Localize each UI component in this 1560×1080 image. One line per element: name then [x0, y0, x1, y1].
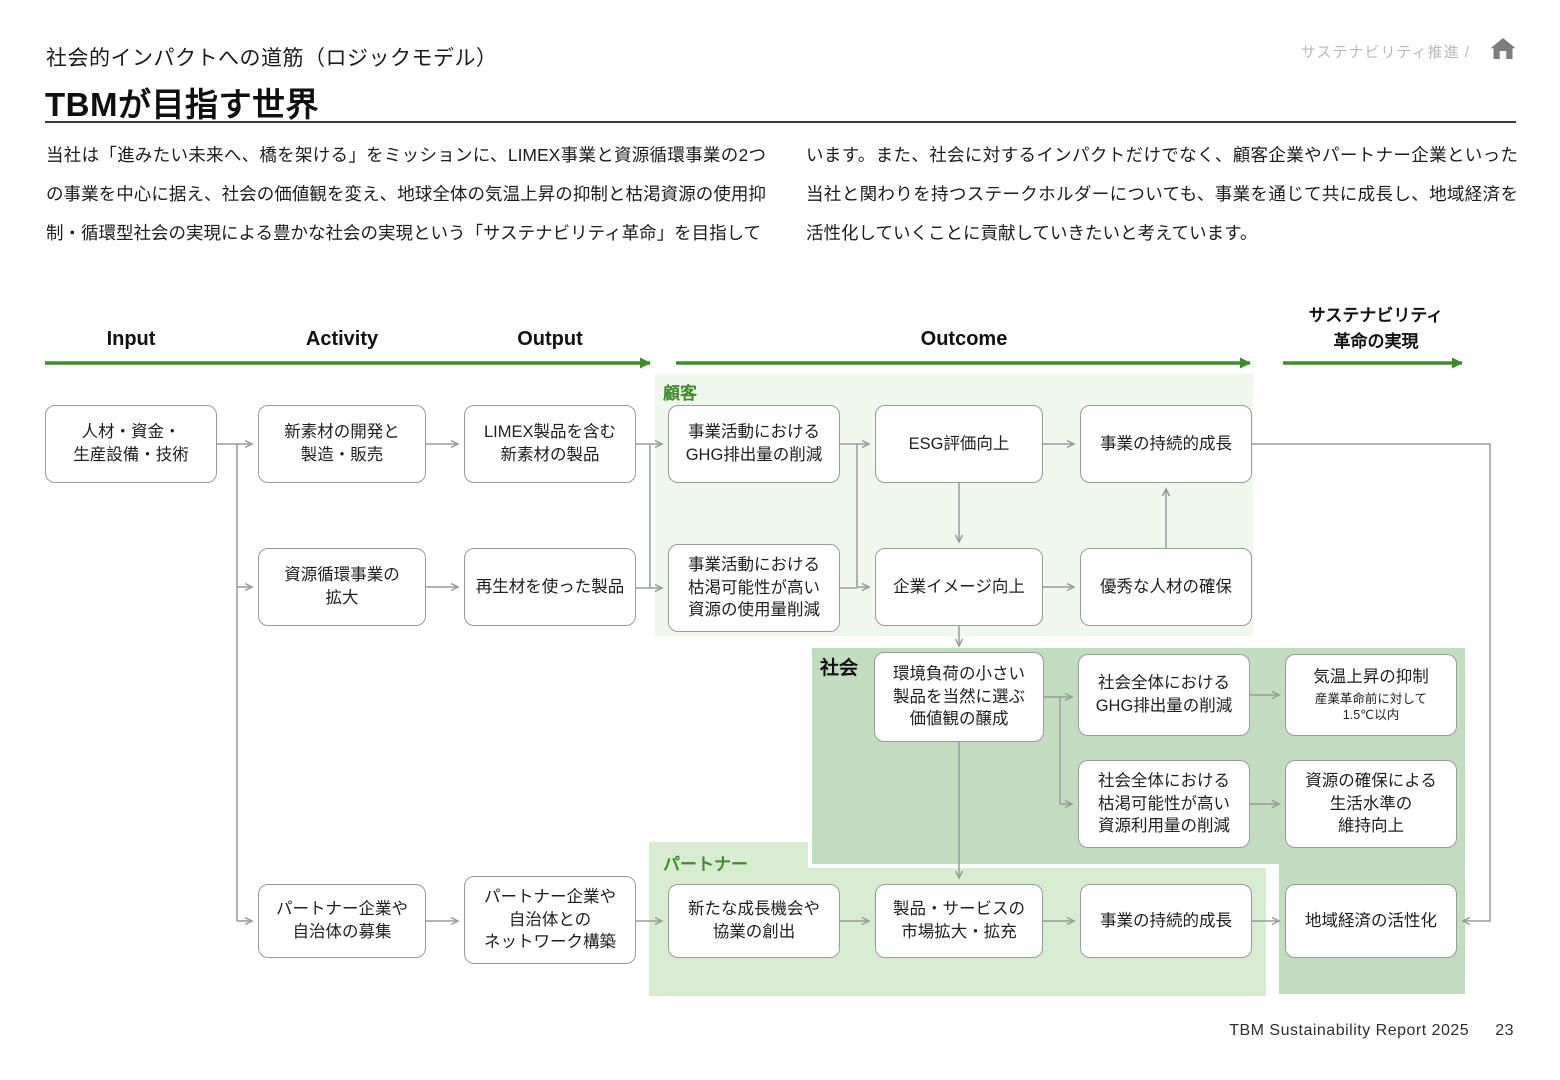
- page-number: 23: [1495, 1022, 1514, 1039]
- box-activity-partner-recruitment: パートナー企業や 自治体の募集: [258, 884, 426, 958]
- box-partner-market-expansion: 製品・サービスの 市場拡大・拡充: [875, 884, 1043, 958]
- box-input-resources: 人材・資金・ 生産設備・技術: [45, 405, 217, 483]
- box-activity-resource-circulation: 資源循環事業の 拡大: [258, 548, 426, 626]
- box-customer-esg: ESG評価向上: [875, 405, 1043, 483]
- box-partner-growth-opportunities: 新たな成長機会や 協業の創出: [668, 884, 840, 958]
- stage-label-activity: Activity: [305, 328, 379, 350]
- partner-region-label: パートナー: [663, 855, 748, 874]
- box-output-recycled-products: 再生材を使った製品: [464, 548, 636, 626]
- stage-label-input: Input: [106, 328, 156, 350]
- temperature-control-title: 気温上昇の抑制: [1313, 667, 1429, 686]
- box-society-ghg-reduction: 社会全体における GHG排出量の削減: [1078, 654, 1250, 736]
- section-subtitle: 社会的インパクトへの道筋（ロジックモデル）: [46, 47, 498, 70]
- box-output-limex-products: LIMEX製品を含む 新素材の製品: [464, 405, 636, 483]
- stage-label-goal: サステナビリティ 革命の実現: [1308, 306, 1444, 352]
- intro-paragraph-left: 当社は「進みたい未来へ、橋を架ける」をミッションに、LIMEX事業と資源循環事業…: [46, 145, 766, 243]
- box-output-partner-network: パートナー企業や 自治体との ネットワーク構築: [464, 876, 636, 964]
- box-society-temperature-control: 気温上昇の抑制 産業革命前に対して 1.5℃以内: [1285, 654, 1457, 736]
- stage-label-outcome: Outcome: [920, 328, 1008, 350]
- box-customer-talent: 優秀な人材の確保: [1080, 548, 1252, 626]
- footer-report-title: TBM Sustainability Report 2025: [1229, 1022, 1470, 1039]
- breadcrumb[interactable]: サステナビリティ推進 /: [1300, 44, 1470, 61]
- box-partner-regional-economy: 地域経済の活性化: [1285, 884, 1457, 958]
- box-society-living-standards: 資源の確保による 生活水準の 維持向上: [1285, 760, 1457, 848]
- temperature-control-subtext: 産業革命前に対して 1.5℃以内: [1314, 691, 1428, 723]
- intro-paragraph-right: います。また、社会に対するインパクトだけでなく、顧客企業やパートナー企業といった…: [806, 145, 1518, 243]
- title-divider: [45, 121, 1516, 123]
- page-title: TBMが目指す世界: [45, 86, 319, 123]
- box-customer-corporate-image: 企業イメージ向上: [875, 548, 1043, 626]
- box-society-values: 環境負荷の小さい 製品を当然に選ぶ 価値観の醸成: [874, 652, 1044, 742]
- box-society-resource-reduction: 社会全体における 枯渇可能性が高い 資源利用量の削減: [1078, 760, 1250, 848]
- box-customer-ghg-reduction: 事業活動における GHG排出量の削減: [668, 405, 840, 483]
- connectors: [217, 439, 1491, 926]
- home-icon[interactable]: [1488, 34, 1518, 64]
- box-partner-sustainable-growth: 事業の持続的成長: [1080, 884, 1252, 958]
- footer: TBM Sustainability Report 2025 23: [1229, 1022, 1514, 1040]
- stage-label-output: Output: [517, 328, 583, 350]
- society-region-label: 社会: [820, 658, 859, 679]
- customer-region-label: 顧客: [663, 384, 697, 403]
- box-activity-new-materials: 新素材の開発と 製造・販売: [258, 405, 426, 483]
- box-customer-sustainable-growth: 事業の持続的成長: [1080, 405, 1252, 483]
- box-customer-resource-reduction: 事業活動における 枯渇可能性が高い 資源の使用量削減: [668, 544, 840, 632]
